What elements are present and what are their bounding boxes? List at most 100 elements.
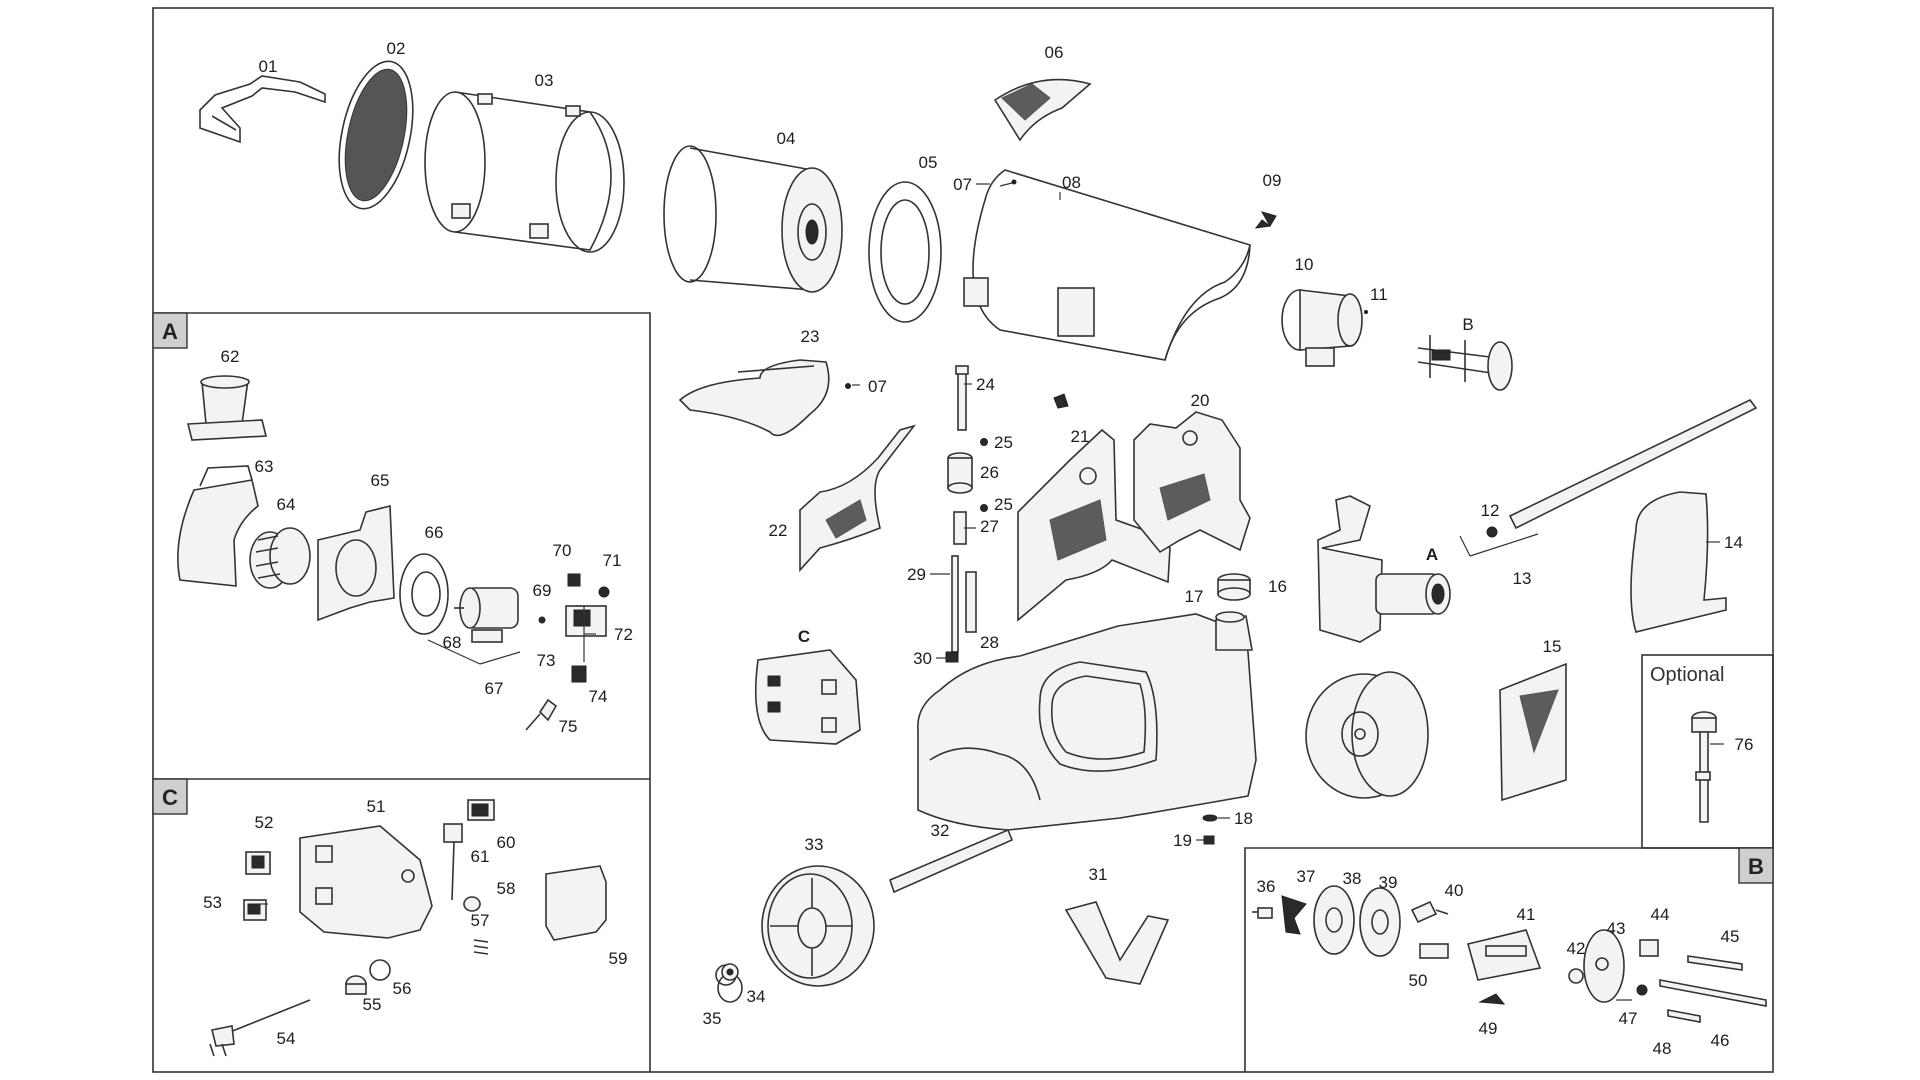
label-26: 26 xyxy=(980,463,999,482)
part-24-rod xyxy=(955,365,969,431)
label-48: 48 xyxy=(1653,1039,1672,1058)
part-10-flange xyxy=(1281,289,1363,367)
label-assembly-b: B xyxy=(1462,315,1473,334)
part-28-hose xyxy=(965,571,977,633)
label-63: 63 xyxy=(255,457,274,476)
part-56-ring xyxy=(369,959,391,981)
part-19-nut xyxy=(1203,835,1215,845)
part-03-outer-cylinder xyxy=(424,91,625,253)
part-39-disc xyxy=(1359,887,1401,957)
label-10: 10 xyxy=(1295,255,1314,274)
part-20-panel xyxy=(1133,411,1251,554)
label-36: 36 xyxy=(1257,877,1276,896)
part-66-gasket xyxy=(399,553,449,635)
label-76: 76 xyxy=(1735,735,1754,754)
part-22-side-panel xyxy=(799,424,917,573)
blower-assembly-a xyxy=(1317,495,1451,643)
part-74-coil xyxy=(571,665,587,683)
label-61: 61 xyxy=(471,847,490,866)
label-60: 60 xyxy=(497,833,516,852)
label-28: 28 xyxy=(980,633,999,652)
part-53-switch xyxy=(243,899,267,921)
part-29-pipe xyxy=(951,555,959,653)
section-b-tab xyxy=(1738,847,1774,884)
label-18: 18 xyxy=(1234,809,1253,828)
part-61-thermostat xyxy=(443,823,463,901)
label-56: 56 xyxy=(393,979,412,998)
label-54: 54 xyxy=(277,1029,296,1048)
part-69-coupling xyxy=(538,616,546,624)
label-35: 35 xyxy=(703,1009,722,1028)
label-33: 33 xyxy=(805,835,824,854)
part-36-nozzle xyxy=(1252,907,1273,919)
section-b-frame xyxy=(1244,847,1773,1072)
label-43: 43 xyxy=(1607,919,1626,938)
part-46-rod xyxy=(1659,979,1767,1007)
label-25a: 25 xyxy=(994,433,1013,452)
label-27: 27 xyxy=(980,517,999,536)
part-15-front-grille xyxy=(1499,662,1567,802)
label-59: 59 xyxy=(609,949,628,968)
label-07b: 07 xyxy=(868,377,887,396)
part-75-electrode xyxy=(525,698,558,731)
label-34: 34 xyxy=(747,987,766,1006)
leader-lines xyxy=(258,182,1724,1001)
part-47-nut xyxy=(1636,984,1648,996)
label-53: 53 xyxy=(203,893,222,912)
part-14-bracket xyxy=(1630,491,1727,633)
label-40: 40 xyxy=(1445,881,1464,900)
part-02-grille xyxy=(338,60,414,210)
part-50-valve xyxy=(1419,943,1449,959)
label-16: 16 xyxy=(1268,577,1287,596)
part-labels: 01 02 03 04 05 06 07 08 09 10 11 12 13 1… xyxy=(203,39,1753,1058)
label-08: 08 xyxy=(1062,173,1081,192)
part-42-nut xyxy=(1568,968,1584,984)
label-25b: 25 xyxy=(994,495,1013,514)
label-17: 17 xyxy=(1185,587,1204,606)
part-62-nozzle xyxy=(186,375,268,441)
part-59-cover xyxy=(545,865,607,941)
section-a-tab xyxy=(152,312,188,349)
section-c-label: C xyxy=(162,785,178,810)
label-51: 51 xyxy=(367,797,386,816)
section-c-tab xyxy=(152,778,188,815)
part-09-wing-nut-b xyxy=(1053,393,1069,409)
label-29: 29 xyxy=(907,565,926,584)
label-69: 69 xyxy=(533,581,552,600)
label-73: 73 xyxy=(537,651,556,670)
control-board-c xyxy=(754,649,861,745)
part-06-shield xyxy=(993,78,1092,142)
label-72: 72 xyxy=(614,625,633,644)
part-51-board xyxy=(299,825,433,939)
label-52: 52 xyxy=(255,813,274,832)
part-18-washer xyxy=(1202,814,1218,822)
label-42: 42 xyxy=(1567,939,1586,958)
label-07: 07 xyxy=(953,175,972,194)
label-37: 37 xyxy=(1297,867,1316,886)
label-03: 03 xyxy=(535,71,554,90)
part-37-electrode xyxy=(1281,895,1307,935)
label-06: 06 xyxy=(1045,43,1064,62)
label-74: 74 xyxy=(589,687,608,706)
label-15: 15 xyxy=(1543,637,1562,656)
label-47: 47 xyxy=(1619,1009,1638,1028)
label-50: 50 xyxy=(1409,971,1428,990)
part-58-knob xyxy=(463,896,481,912)
part-11-screw xyxy=(1364,310,1368,314)
part-63-blower-housing xyxy=(177,465,259,587)
part-60-relay xyxy=(467,799,495,821)
section-a-frame xyxy=(153,312,651,1072)
label-44: 44 xyxy=(1651,905,1670,924)
label-24: 24 xyxy=(976,375,995,394)
part-16-cap xyxy=(1217,573,1251,601)
label-assembly-a: A xyxy=(1426,545,1438,564)
part-45-rod xyxy=(1687,955,1743,971)
part-05-disc xyxy=(868,181,942,323)
label-32: 32 xyxy=(931,821,950,840)
label-22: 22 xyxy=(769,521,788,540)
part-72-pump xyxy=(565,605,607,637)
label-49: 49 xyxy=(1479,1019,1498,1038)
optional-label: Optional xyxy=(1650,664,1725,686)
label-64: 64 xyxy=(277,495,296,514)
